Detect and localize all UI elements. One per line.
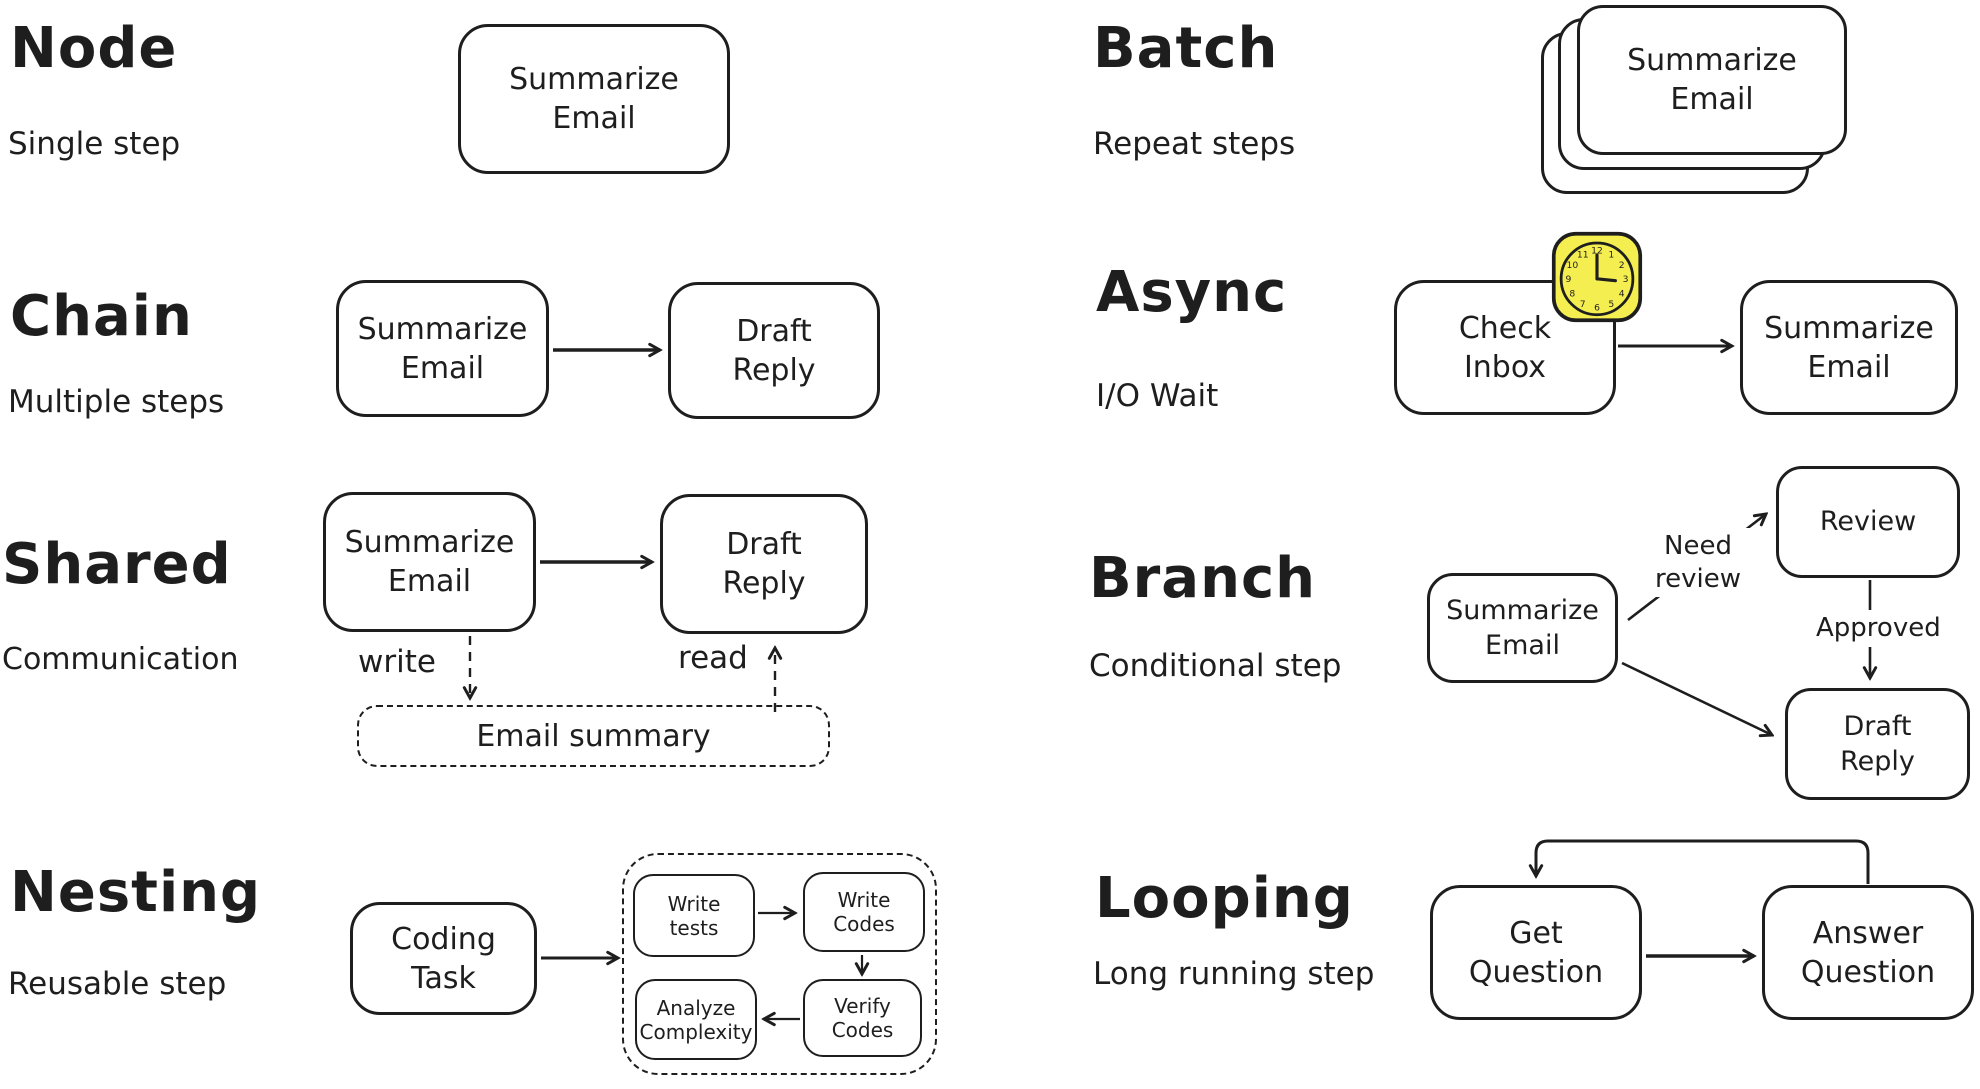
branch-need-review-label: Need review [1646,528,1750,597]
clock-number-10: 10 [1566,260,1578,271]
nesting-box-analyze-complexity: Analyze Complexity [635,979,757,1060]
clock-numbers: 12 1 2 3 4 5 6 7 8 9 10 11 [1566,246,1629,314]
node-box-summarize-email: Summarize Email [458,24,730,174]
chain-box-summarize-email: Summarize Email [336,280,549,417]
nesting-subtitle: Reusable step [8,966,227,1002]
shared-store-email-summary: Email summary [357,705,830,767]
looping-box-get-question: Get Question [1430,885,1642,1020]
clock-number-6: 6 [1594,303,1600,314]
clock-icon: 12 1 2 3 4 5 6 7 8 9 10 11 [1549,231,1645,323]
clock-hour-hand [1595,277,1617,283]
async-title: Async [1096,260,1288,325]
clock-number-2: 2 [1619,260,1625,271]
node-title: Node [10,16,178,81]
clock-number-12: 12 [1591,246,1603,257]
clock-icon-svg: 12 1 2 3 4 5 6 7 8 9 10 11 [1551,231,1643,323]
nesting-box-verify-codes: Verify Codes [803,979,922,1057]
branch-subtitle: Conditional step [1089,648,1342,684]
clock-number-5: 5 [1608,299,1614,310]
looping-subtitle: Long running step [1093,956,1375,992]
batch-card-front-summarize-email: Summarize Email [1577,5,1847,155]
nesting-flow-container [622,853,937,1075]
nesting-title: Nesting [10,860,262,925]
chain-box-draft-reply: Draft Reply [668,282,880,419]
shared-subtitle: Communication [2,642,239,677]
branch-box-draft-reply: Draft Reply [1785,688,1970,800]
nesting-box-write-codes: Write Codes [803,872,925,952]
async-subtitle: I/O Wait [1096,378,1219,414]
chain-title: Chain [10,284,193,349]
clock-number-3: 3 [1623,274,1629,285]
branch-box-review: Review [1776,466,1960,578]
clock-number-8: 8 [1569,288,1575,299]
looping-box-answer-question: Answer Question [1762,885,1974,1020]
shared-write-label: write [358,644,436,680]
batch-title: Batch [1093,16,1279,81]
looping-title: Looping [1095,866,1354,931]
branch-box-summarize-email: Summarize Email [1427,573,1618,683]
nesting-box-coding-task: Coding Task [350,902,537,1015]
looping-back-arrow [1536,839,1870,884]
nesting-box-write-tests: Write tests [633,874,755,957]
batch-subtitle: Repeat steps [1093,126,1296,162]
clock-number-7: 7 [1580,299,1586,310]
shared-title: Shared [2,532,232,597]
clock-number-9: 9 [1566,274,1572,285]
clock-number-4: 4 [1619,288,1625,299]
chain-subtitle: Multiple steps [8,384,225,420]
branch-approved-label: Approved [1812,610,1941,647]
shared-box-draft-reply: Draft Reply [660,494,868,634]
branch-direct-arrow [1621,661,1772,735]
clock-face [1559,241,1635,317]
clock-number-11: 11 [1577,249,1589,260]
node-subtitle: Single step [8,126,181,162]
shared-box-summarize-email: Summarize Email [323,492,536,632]
async-box-summarize-email: Summarize Email [1740,280,1958,415]
shared-read-label: read [678,640,748,676]
clock-number-1: 1 [1608,249,1614,260]
branch-title: Branch [1089,546,1317,611]
